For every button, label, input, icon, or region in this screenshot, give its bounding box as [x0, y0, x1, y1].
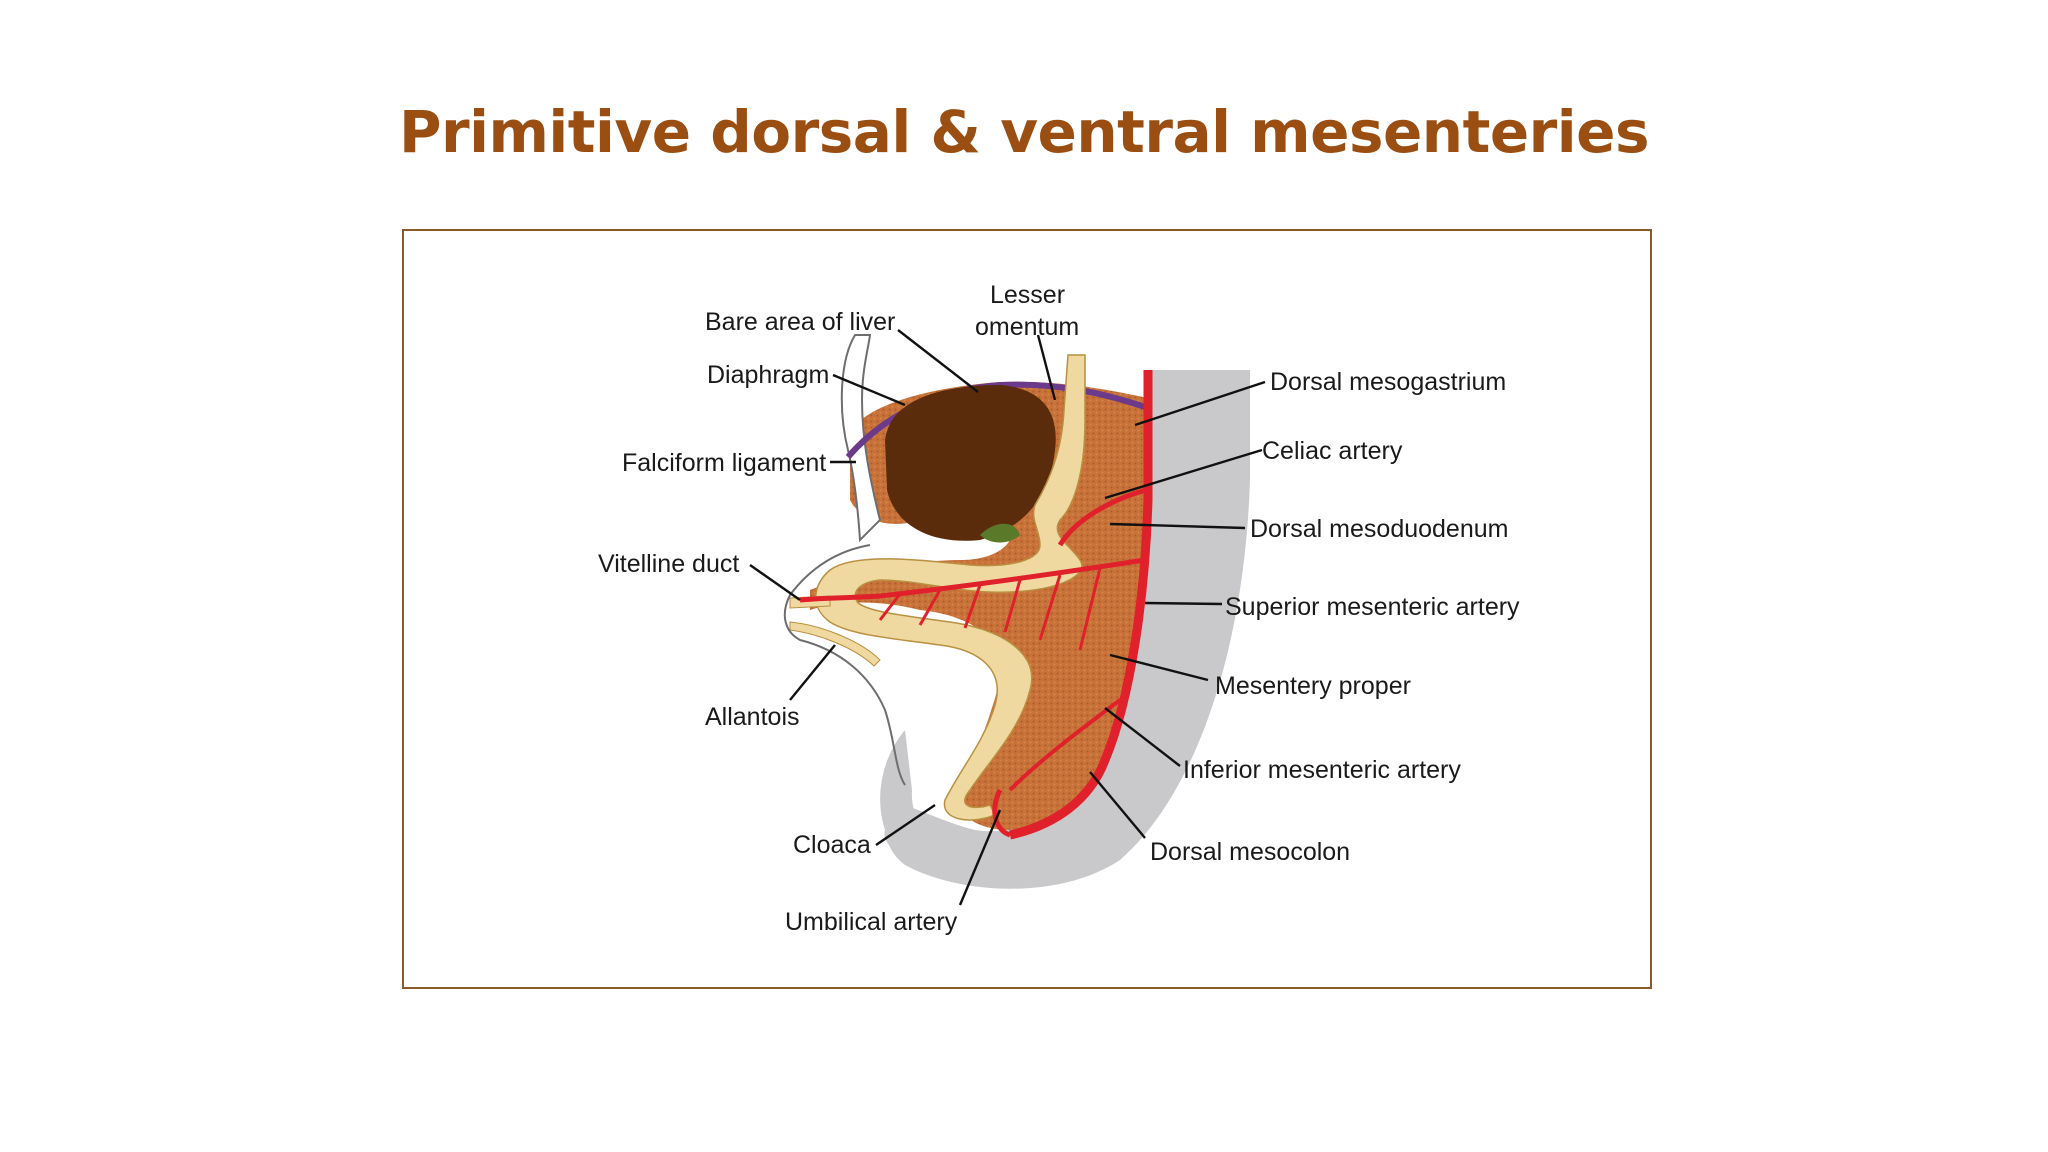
pancreas-bud — [980, 523, 1020, 543]
leader-lines — [749, 329, 1266, 906]
ventral-wall — [840, 334, 882, 543]
label-dorsal-mesoduodenum: Dorsal mesoduodenum — [1250, 515, 1508, 543]
label-umbilical-artery: Umbilical artery — [785, 908, 958, 936]
label-mesentery-proper: Mesentery proper — [1215, 672, 1411, 700]
label-dorsal-mesogastrium: Dorsal mesogastrium — [1270, 368, 1506, 396]
label-superior-mesenteric-artery: Superior mesenteric artery — [1225, 593, 1520, 621]
superior-mesenteric-vessel — [799, 557, 1146, 603]
allantois — [789, 621, 881, 667]
sma-branches — [878, 567, 1102, 651]
label-cloaca: Cloaca — [793, 831, 871, 859]
label-bare-area-of-liver: Bare area of liver — [705, 308, 895, 336]
label-diaphragm: Diaphragm — [707, 361, 829, 389]
umbilical-wall — [783, 544, 906, 786]
ventral-wall-lower — [880, 730, 960, 870]
label-vitelline-duct: Vitelline duct — [598, 550, 739, 578]
celiac-artery-vessel — [1057, 487, 1147, 547]
liver — [885, 385, 1056, 541]
label-lesser-omentum-1: Lesser — [990, 281, 1065, 309]
label-celiac-artery: Celiac artery — [1262, 437, 1403, 465]
label-lesser-omentum-2: omentum — [975, 313, 1079, 341]
dorsal-body-wall — [885, 370, 1250, 889]
dorsal-aorta — [1009, 370, 1153, 840]
slide-title: Primitive dorsal & ventral mesenteries — [398, 98, 1650, 166]
label-allantois: Allantois — [705, 703, 800, 731]
label-dorsal-mesocolon: Dorsal mesocolon — [1150, 838, 1350, 866]
label-inferior-mesenteric-artery: Inferior mesenteric artery — [1183, 756, 1461, 784]
label-falciform-ligament: Falciform ligament — [622, 449, 826, 477]
